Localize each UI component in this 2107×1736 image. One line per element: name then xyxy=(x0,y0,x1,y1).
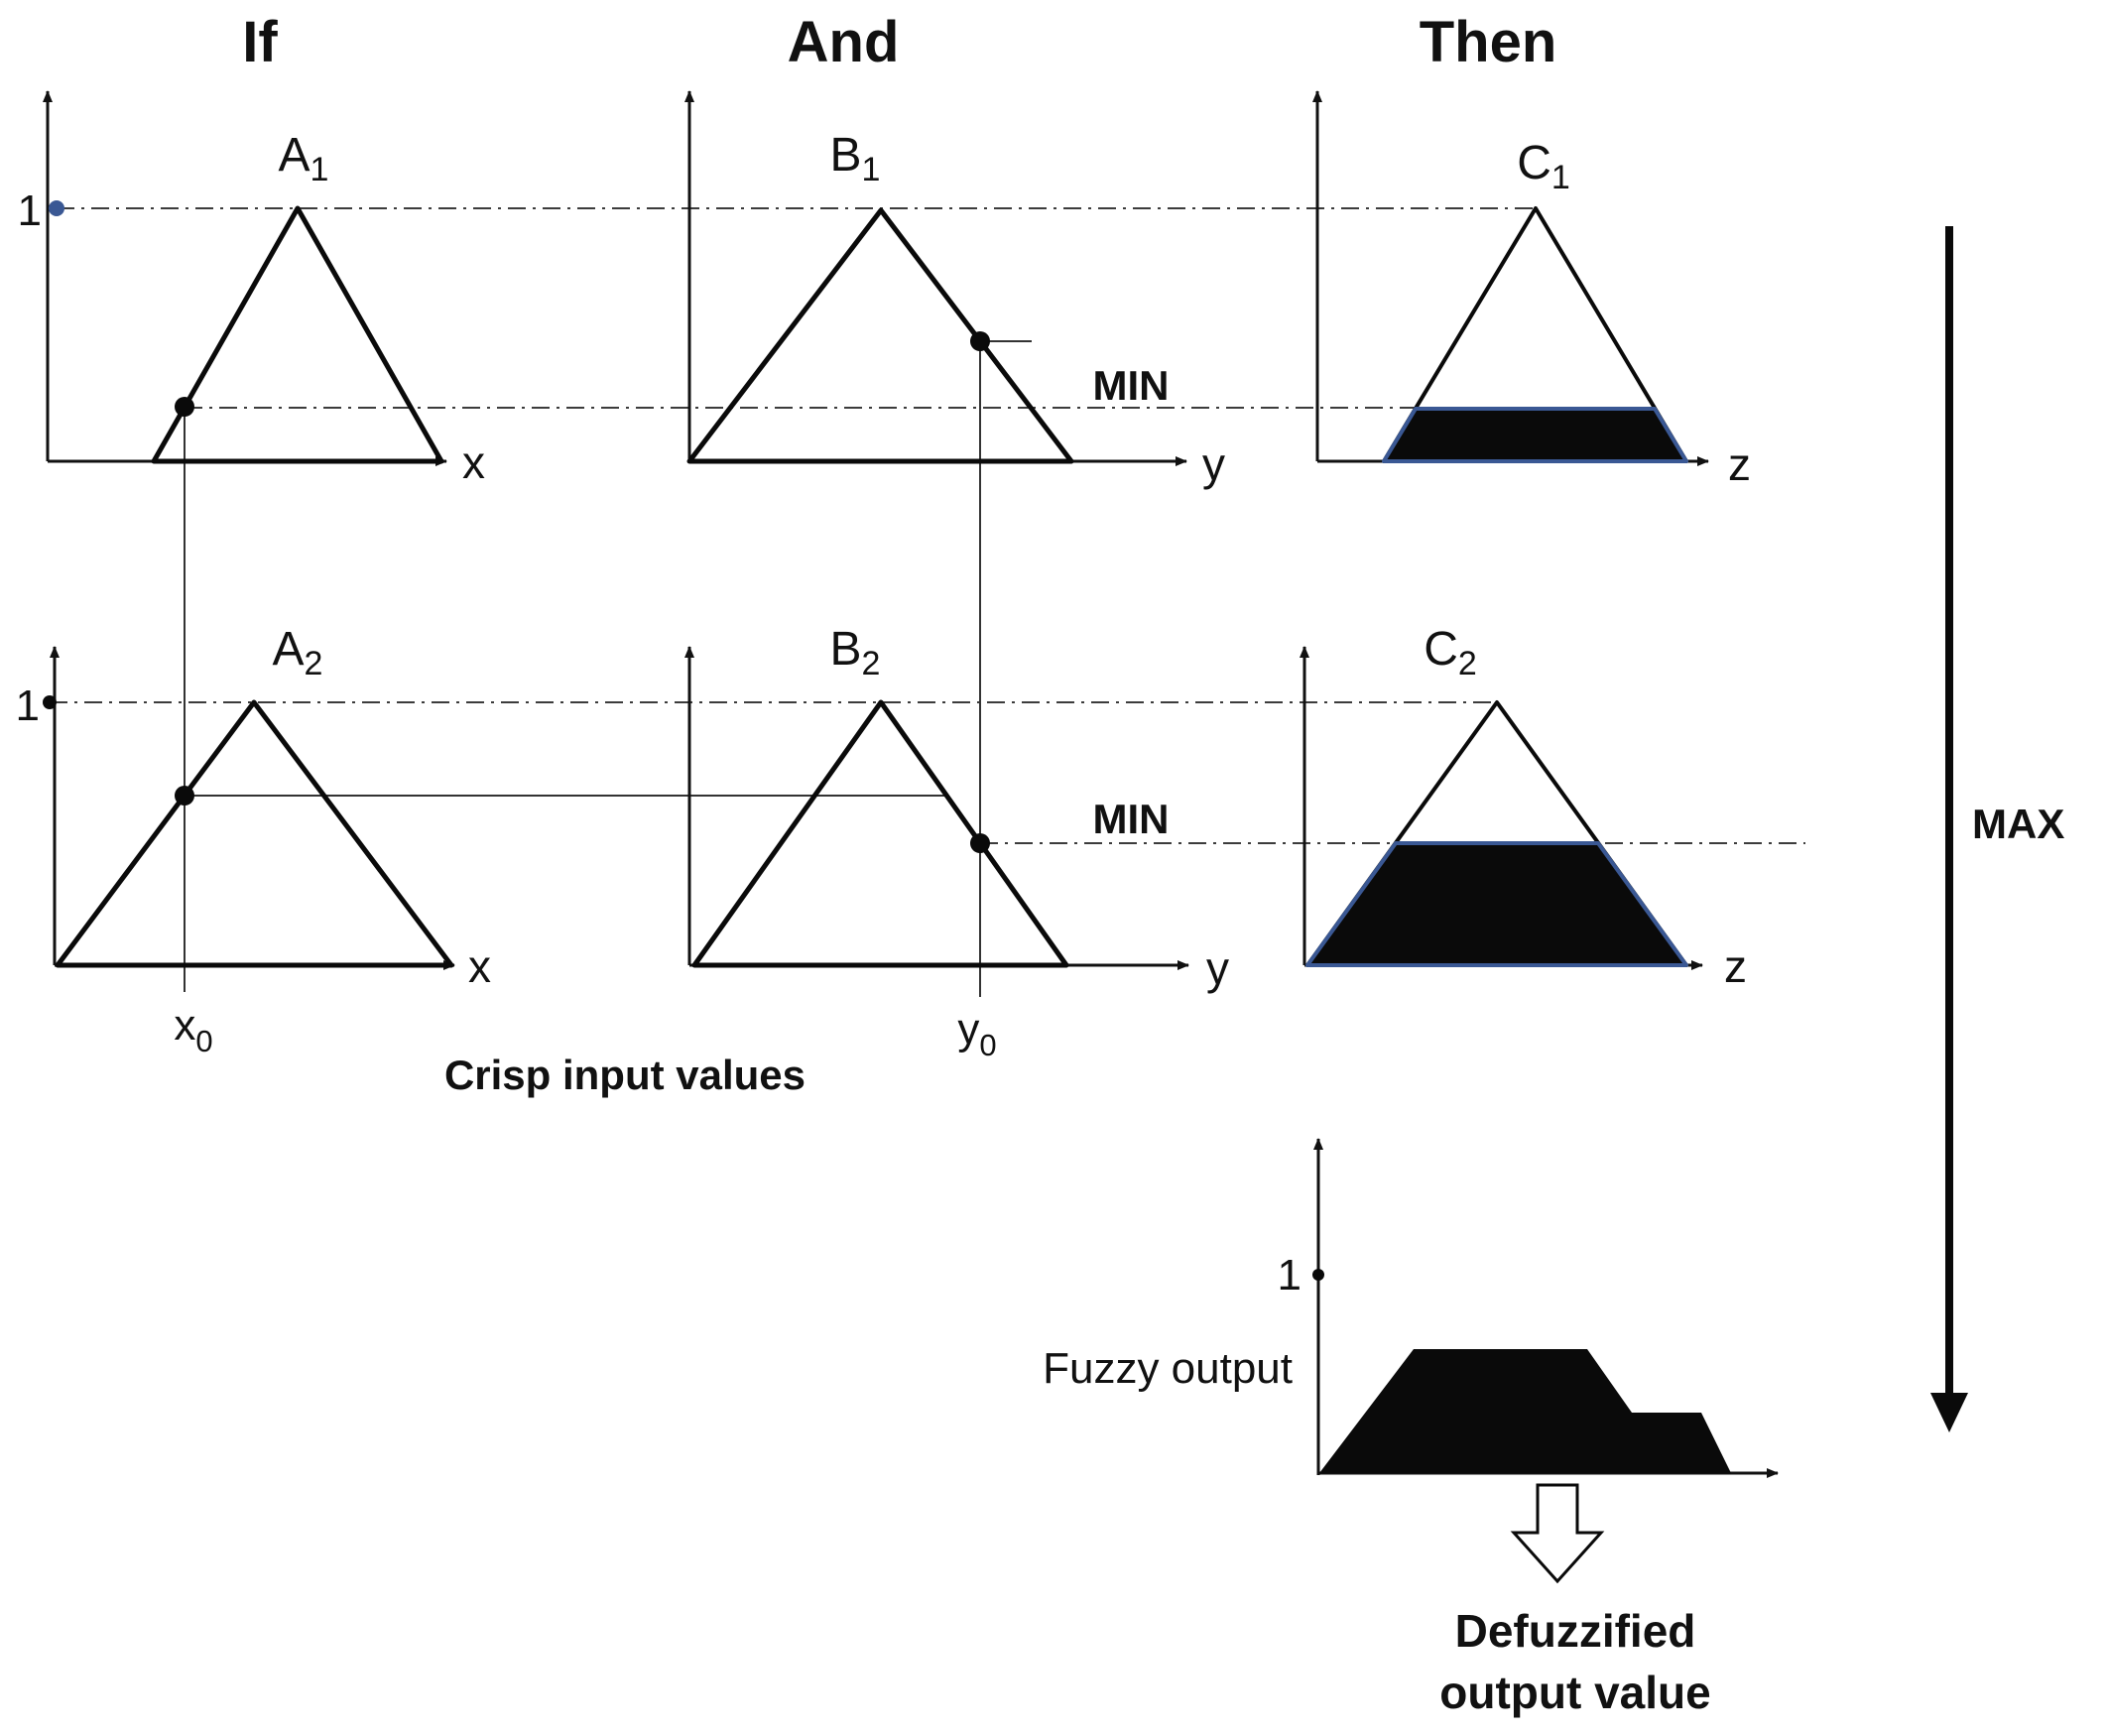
c2-clipped-area xyxy=(1305,841,1688,967)
c1-set-label: C1 xyxy=(1517,137,1570,196)
defuzzified-label-line2: output value xyxy=(1439,1667,1710,1718)
a1-x0-dot xyxy=(175,397,194,417)
min-rule2-label: MIN xyxy=(1093,796,1170,842)
output-one-label: 1 xyxy=(1278,1251,1301,1300)
b1-membership-triangle xyxy=(686,207,1074,464)
output-one-dot xyxy=(1312,1269,1324,1281)
plot-c2: z C2 xyxy=(1300,623,1747,992)
a2-membership-triangle xyxy=(55,699,454,968)
b1-y0-dot xyxy=(970,331,990,351)
b2-set-label: B2 xyxy=(830,623,881,682)
b2-y-axis-label: y xyxy=(1206,942,1229,994)
fuzzy-output-label: Fuzzy output xyxy=(1043,1344,1293,1393)
y0-input-label: y0 xyxy=(957,1005,996,1062)
header-and: And xyxy=(788,10,900,74)
b2-membership-triangle xyxy=(691,699,1069,968)
aggregated-fuzzy-shape xyxy=(1319,1349,1731,1473)
fuzzy-output-plot: 1 Fuzzy output xyxy=(1043,1138,1779,1478)
b1-y-axis-label: y xyxy=(1202,438,1225,490)
c1-z-axis-label: z xyxy=(1728,438,1751,490)
plot-a2: 1 x A2 x0 xyxy=(16,623,491,1058)
a1-x-axis-label: x xyxy=(462,436,485,488)
x0-input-label: x0 xyxy=(174,1001,212,1058)
a2-set-label: A2 xyxy=(273,623,323,682)
row2-one-label: 1 xyxy=(16,682,40,730)
c1-clipped-area xyxy=(1382,407,1688,463)
b2-y0-dot xyxy=(970,833,990,853)
max-arrow-head xyxy=(1930,1393,1968,1432)
row2-one-dot xyxy=(43,695,57,709)
a2-x0-dot xyxy=(175,786,194,806)
a1-membership-triangle xyxy=(151,205,444,464)
c2-z-axis-label: z xyxy=(1724,940,1747,992)
max-label: MAX xyxy=(1972,801,2064,847)
a2-x-axis-label: x xyxy=(468,940,491,992)
defuzzified-label-line1: Defuzzified xyxy=(1455,1605,1696,1657)
defuzzification: Defuzzified output value xyxy=(1439,1483,1711,1718)
row1-one-dot xyxy=(49,200,64,216)
max-aggregation: MAX xyxy=(1930,226,2064,1432)
row1-one-label: 1 xyxy=(18,186,42,235)
plot-b2: y B2 MIN y0 xyxy=(684,623,1229,1062)
a1-set-label: A1 xyxy=(279,129,329,188)
header-then: Then xyxy=(1420,10,1557,74)
header-if: If xyxy=(242,10,278,74)
c2-set-label: C2 xyxy=(1424,623,1477,682)
crisp-input-caption: Crisp input values xyxy=(444,1052,806,1098)
plot-b1: y B1 MIN xyxy=(684,90,1225,490)
defuzzify-block-arrow-icon xyxy=(1510,1483,1605,1584)
plot-c1: z C1 xyxy=(1312,90,1751,490)
plot-a1: 1 x A1 xyxy=(18,90,485,488)
b1-set-label: B1 xyxy=(830,129,881,188)
min-rule1-label: MIN xyxy=(1093,362,1170,409)
